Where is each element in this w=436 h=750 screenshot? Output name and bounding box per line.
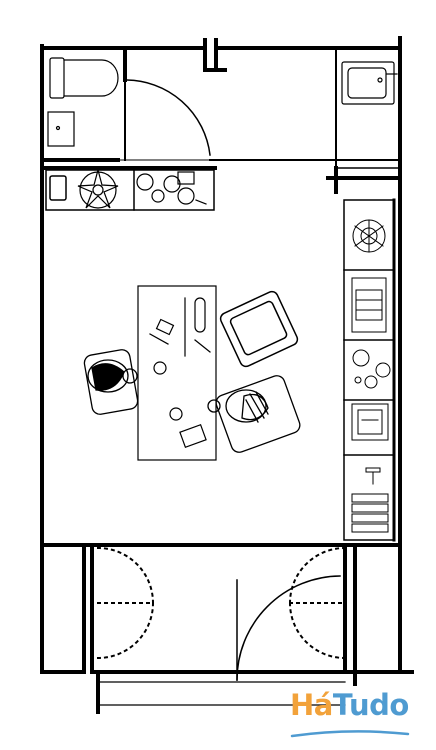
wall-stubs: [203, 36, 402, 72]
single-door-icon: [236, 575, 341, 681]
shelf-bowls-icon: [352, 349, 391, 389]
person-icon: [83, 349, 139, 415]
kitchenette: [326, 47, 402, 194]
bathroom: [40, 46, 401, 162]
double-door-icon: [96, 546, 347, 660]
brand-logo: HáTudo: [290, 688, 409, 738]
shelf-plant-icon: [352, 219, 386, 253]
plant-icon: [77, 167, 119, 209]
meeting-table: [137, 285, 217, 461]
entrance-thin-lines: [97, 543, 402, 706]
toilet-icon: [49, 57, 119, 99]
outer-walls: [40, 44, 402, 674]
armchair-icon: [219, 290, 299, 368]
person-icon-2: [207, 375, 301, 453]
shelf-lamp-icon: [351, 467, 389, 533]
shelving-unit: [343, 198, 396, 542]
logo-swoosh-icon: [290, 730, 410, 738]
shelf-printer-icon: [351, 403, 389, 441]
logo-text-ha: Há: [290, 688, 333, 722]
shelf-books-icon: [351, 277, 387, 333]
counter-shelf: [40, 166, 217, 211]
sink-icon: [341, 61, 398, 105]
washbasin-icon: [47, 111, 75, 147]
counter-items: [136, 171, 207, 205]
logo-text-tudo: Tudo: [332, 688, 409, 722]
entrance-walls: [40, 543, 414, 714]
